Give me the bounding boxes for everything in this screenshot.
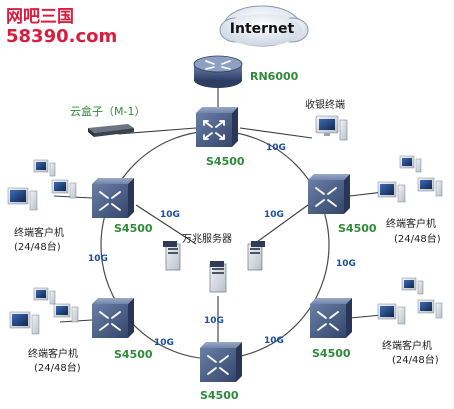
cashier-terminal-icon	[315, 115, 348, 141]
router-icon	[193, 55, 243, 88]
switch-upper-left-label: S4500	[114, 222, 153, 235]
yunhezi-device-icon	[88, 124, 134, 137]
client-lower-left-title: 终端客户机	[28, 347, 78, 360]
switch-lower-right-icon	[310, 298, 352, 338]
switch-upper-left-icon	[92, 178, 134, 218]
switch-bottom-label: S4500	[200, 389, 239, 402]
link-label-ring-right: 10G	[336, 259, 356, 269]
link-label-ring-left: 10G	[88, 254, 108, 264]
client-upper-right-title: 终端客户机	[386, 217, 436, 230]
yunhezi-label: 云盒子（M-1）	[70, 104, 145, 118]
link-client-lr	[349, 314, 383, 319]
server-group-label: 万兆服务器	[182, 232, 232, 245]
client-upper-left-title: 终端客户机	[14, 226, 64, 239]
internet-label: Internet	[230, 21, 295, 37]
router-label: RN6000	[250, 70, 299, 83]
switch-top-label: S4500	[206, 155, 245, 168]
logo-bottom-text: 58390.com	[6, 26, 117, 47]
link-spoke-upper-left	[135, 204, 197, 245]
switch-upper-right-label: S4500	[338, 222, 377, 235]
link-cashier-switch	[239, 127, 313, 139]
switch-bottom-icon	[200, 342, 242, 382]
client-cluster-upper-left-icon	[7, 159, 77, 211]
client-lower-right-title: 终端客户机	[382, 339, 432, 352]
link-spoke-upper-right	[253, 204, 309, 245]
site-logo: 网吧三国 58390.com	[6, 7, 117, 47]
client-cluster-lower-right-icon	[377, 277, 443, 325]
client-cluster-upper-right-icon	[377, 155, 443, 203]
client-upper-right-count: (24/48台)	[394, 232, 441, 245]
client-lower-left-count: (24/48台)	[34, 361, 81, 374]
switch-top-icon	[196, 107, 238, 147]
switch-lower-left-icon	[92, 298, 134, 338]
internet-cloud-icon: Internet	[219, 5, 309, 47]
switch-lower-right-label: S4500	[312, 347, 351, 360]
link-label-spoke-upper-left: 10G	[160, 210, 180, 220]
logo-top-text: 网吧三国	[6, 7, 74, 27]
link-label-spoke-bottom: 10G	[204, 316, 224, 326]
link-label-ring-bottom-right: 10G	[264, 336, 284, 346]
client-cluster-lower-left-icon	[9, 287, 79, 335]
switch-upper-right-icon	[308, 174, 350, 214]
link-label-spoke-upper-right: 10G	[264, 210, 284, 220]
cashier-label: 收银终端	[305, 98, 345, 111]
client-lower-right-count: (24/48台)	[392, 353, 439, 366]
client-upper-left-count: (24/48台)	[14, 240, 61, 253]
link-label-ring-bottom-left: 10G	[154, 338, 174, 348]
server-group-icon	[163, 241, 265, 293]
switch-lower-left-label: S4500	[114, 348, 153, 361]
link-label-ring-top-right: 10G	[266, 143, 286, 153]
link-labels: 10G 10G 10G 10G 10G 10G 10G 10G	[88, 143, 356, 348]
link-lines	[53, 83, 385, 345]
link-yunhezi-switch	[117, 127, 197, 135]
